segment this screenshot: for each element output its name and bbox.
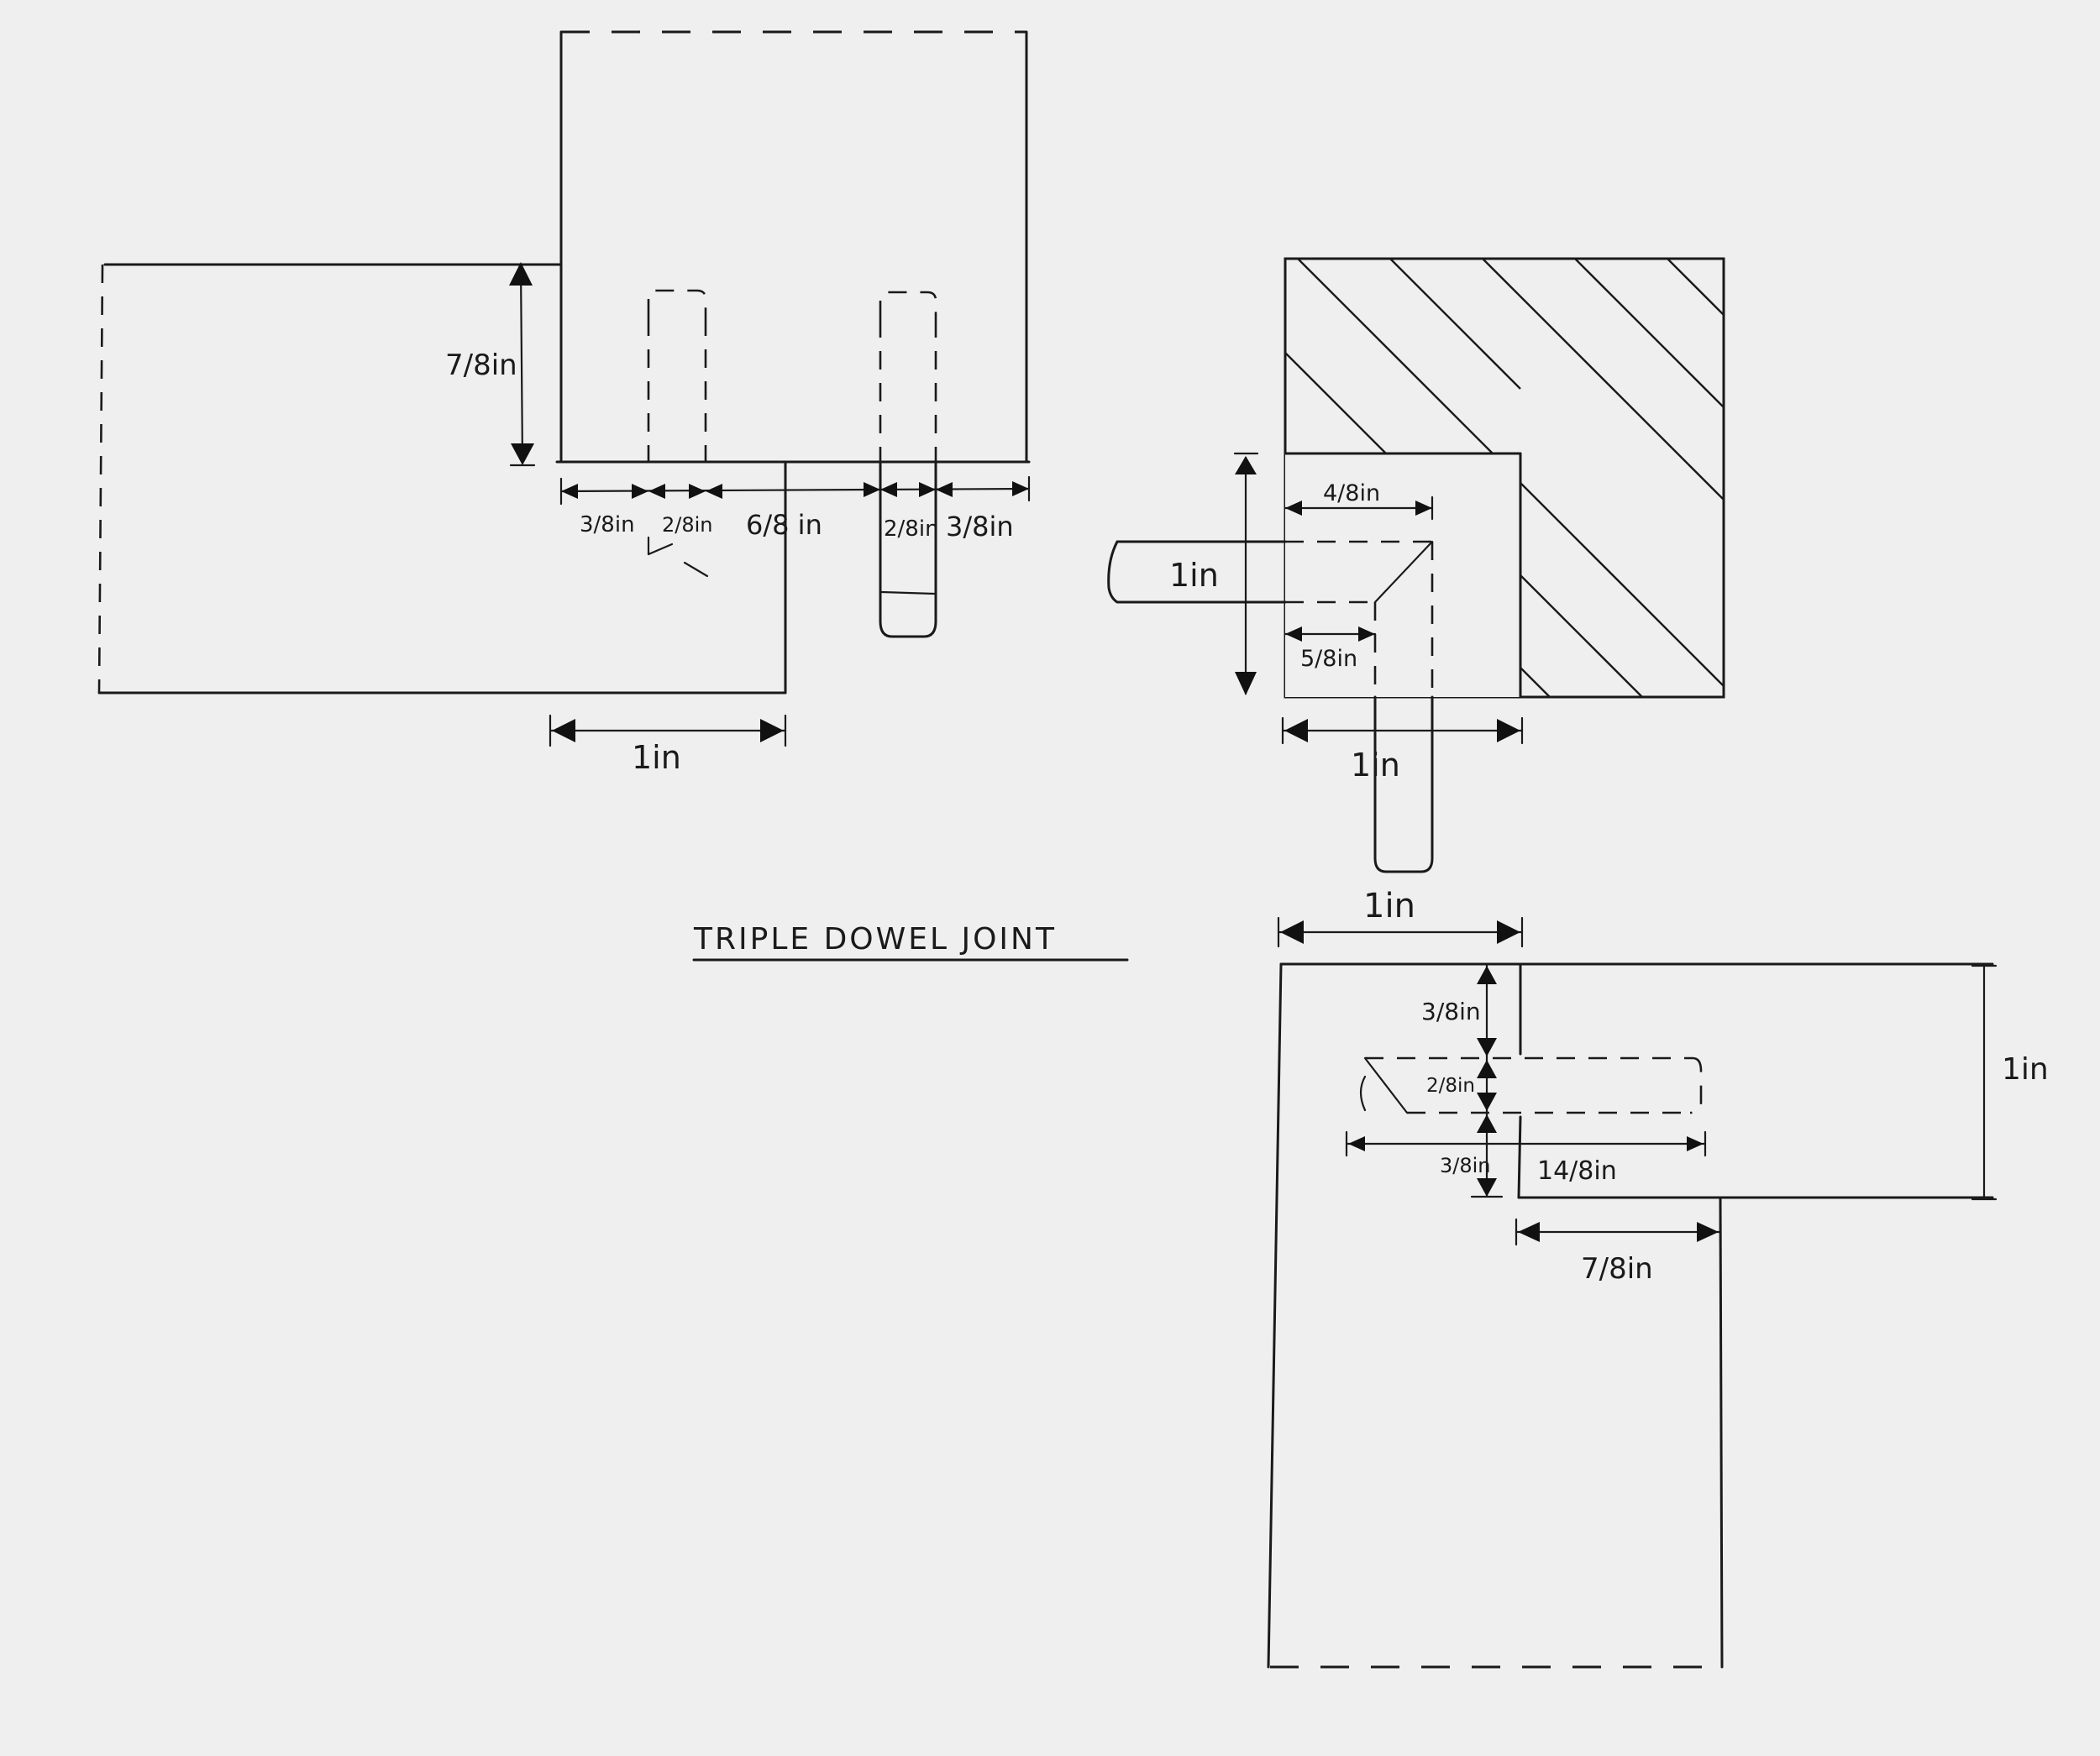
- dim-arrow: [1285, 626, 1302, 642]
- lower-board-break-line: [97, 264, 104, 694]
- dim-arrow: [1697, 1222, 1719, 1242]
- vertical-board-left: [1267, 962, 1283, 1669]
- dowel-2-top: [879, 291, 937, 319]
- dim-depth-label: 5/8in: [1300, 646, 1357, 672]
- dim-arrow: [511, 443, 534, 465]
- dim-right-label: 1in: [2002, 1052, 2049, 1087]
- section-dowel-chamfer: [1373, 540, 1434, 604]
- dim-arrow: [1477, 966, 1497, 984]
- dim-label-5: 3/8in: [946, 511, 1014, 543]
- dim-arrow: [1285, 501, 1302, 516]
- dim-arrow: [1235, 672, 1257, 695]
- dim-offset-label: 7/8in: [1581, 1252, 1653, 1286]
- dim-arrow: [760, 719, 784, 742]
- dim-dowel-label: 14/8in: [1537, 1156, 1617, 1186]
- dim-arrow: [1477, 1178, 1497, 1197]
- dim-arrow: [1687, 1136, 1704, 1151]
- dim-stack-3: 3/8in: [1440, 1154, 1491, 1177]
- dim-stack-1: 3/8in: [1421, 998, 1481, 1025]
- dim-height-line: [519, 265, 524, 462]
- dim-label-4: 2/8in: [884, 516, 939, 542]
- dim-arrow: [1497, 920, 1520, 944]
- dim-arrow: [632, 484, 648, 499]
- dim-top-label: 4/8in: [1323, 480, 1380, 506]
- dim-label-3: 6/8 in: [746, 509, 822, 541]
- dim-arrow: [1497, 719, 1520, 742]
- section-dowel-out: [1107, 540, 1287, 604]
- joint-line-lower: [1517, 1115, 1522, 1199]
- dim-arrow: [648, 484, 665, 499]
- dim-arrow: [1280, 920, 1304, 944]
- section-inner-fill: [1285, 453, 1520, 697]
- dim-arrow: [552, 719, 575, 742]
- plan-view: 1in 3/8in 2/8in 3/8in 14/8in: [1267, 887, 2049, 1669]
- section-dowel-label: 1in: [1169, 557, 1219, 594]
- dim-arrow: [1348, 1136, 1365, 1151]
- dowel-1-top: [647, 289, 707, 317]
- plan-dowel-end: [1689, 1056, 1703, 1114]
- dim-arrow: [1284, 719, 1308, 742]
- title-block: TRIPLE DOWEL JOINT: [692, 922, 1129, 962]
- dim-height-label: 7/8in: [445, 349, 517, 382]
- dim-arrow: [1358, 626, 1375, 642]
- dim-arrow: [880, 482, 897, 497]
- dowel-2-shade-line: [880, 590, 936, 595]
- vertical-board-right: [1719, 1196, 1724, 1669]
- drawing-title: TRIPLE DOWEL JOINT: [693, 922, 1057, 957]
- dim-plan-width-label: 1in: [1363, 887, 1415, 925]
- dim-stack-2: 2/8in: [1426, 1075, 1475, 1097]
- dim-arrow: [509, 262, 533, 286]
- section-hatching: [1284, 258, 1725, 698]
- dim-arrow: [1477, 1114, 1497, 1133]
- front-elevation: 7/8in 3/8in 2/8in 6/8 in 2/8in 3/8in 1in: [97, 30, 1031, 776]
- dim-label-1: 3/8in: [580, 512, 635, 537]
- dim-arrow: [936, 482, 953, 497]
- dim-arrow: [919, 482, 936, 497]
- dowel-1-stub-right: [683, 561, 709, 578]
- dowel-1-stub-left-end: [647, 543, 674, 556]
- dim-arrow: [1012, 481, 1029, 496]
- dim-chain-line: [559, 487, 1031, 493]
- dim-arrow: [1477, 1038, 1497, 1056]
- dim-width-label: 1in: [1351, 747, 1400, 784]
- dim-arrow: [706, 484, 722, 499]
- dim-arrow: [1477, 1060, 1497, 1078]
- plan-dowel-chamfer: [1363, 1056, 1409, 1114]
- dim-arrow: [1415, 501, 1432, 516]
- dim-label-2: 2/8in: [662, 513, 713, 537]
- dim-arrow: [1518, 1222, 1540, 1242]
- dowel-2-protruding: [879, 460, 937, 638]
- dim-arrow: [864, 482, 880, 497]
- plan-dowel-end-left: [1359, 1075, 1367, 1112]
- dim-arrow: [1477, 1093, 1497, 1111]
- dim-width-label: 1in: [632, 739, 681, 776]
- dim-arrow: [561, 484, 578, 499]
- section-view: 1in 4/8in 5/8in 1in: [1107, 257, 1725, 873]
- section-dowel-down: [1373, 695, 1434, 873]
- dim-arrow: [1235, 456, 1257, 474]
- dim-arrow: [689, 484, 706, 499]
